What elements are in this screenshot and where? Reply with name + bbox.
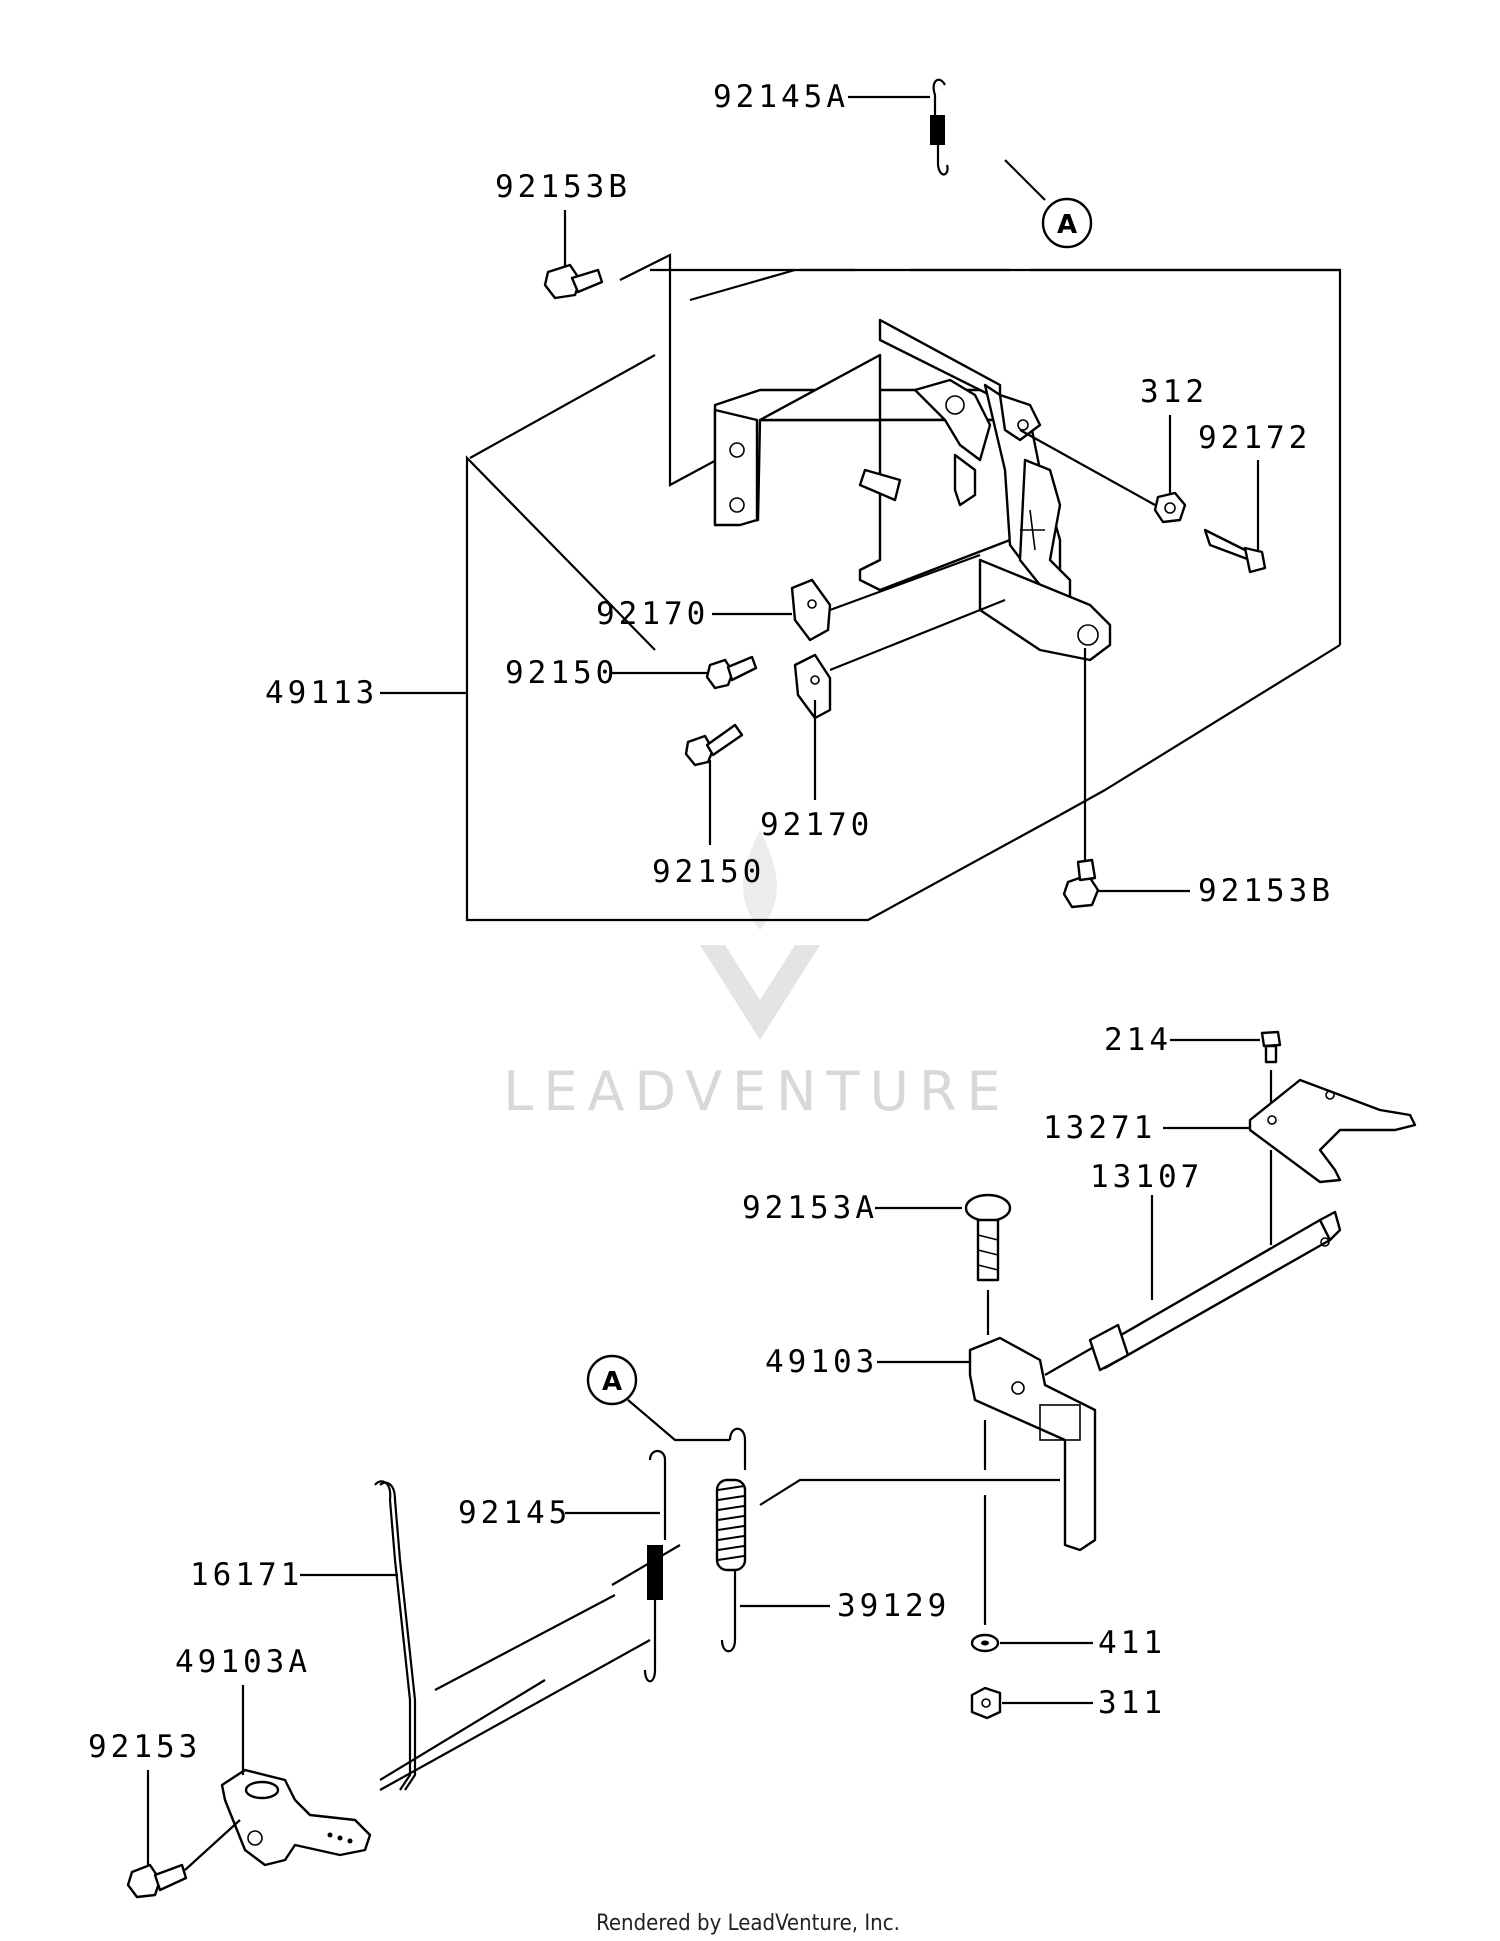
label-311: 311 bbox=[1098, 1685, 1166, 1721]
spring-92145: 92145 bbox=[458, 1449, 667, 1683]
watermark: LEADVENTURE bbox=[503, 830, 1010, 1123]
watermark-flame-icon bbox=[743, 830, 777, 930]
label-92172: 92172 bbox=[1198, 420, 1311, 456]
label-49103A: 49103A bbox=[175, 1644, 311, 1680]
label-13271: 13271 bbox=[1043, 1110, 1156, 1146]
callout-a-top-text: A bbox=[1057, 210, 1077, 240]
spring-92145A bbox=[930, 78, 949, 176]
bolt-92153B-bottom: 92153B bbox=[1062, 648, 1334, 909]
label-92153: 92153 bbox=[88, 1729, 201, 1765]
clip-92170-a: 92170 bbox=[596, 553, 981, 642]
label-92153B-bottom: 92153B bbox=[1198, 873, 1334, 909]
label-49103: 49103 bbox=[765, 1344, 878, 1380]
bolt-92153B-top: 92153B bbox=[495, 169, 631, 300]
callout-a-bottom: A bbox=[586, 1354, 730, 1442]
rod-16171: 16171 bbox=[190, 1480, 417, 1791]
label-92153A: 92153A bbox=[742, 1190, 878, 1226]
label-13107: 13107 bbox=[1090, 1159, 1203, 1195]
label-214: 214 bbox=[1104, 1022, 1172, 1058]
nut-311: 311 bbox=[970, 1685, 1166, 1721]
nut-312: 312 bbox=[1019, 374, 1208, 524]
leader-guides-bottom bbox=[379, 1420, 1060, 1791]
label-92145: 92145 bbox=[458, 1495, 571, 1531]
leader-guides-top bbox=[469, 253, 1340, 487]
bolt-92150-a: 92150 bbox=[505, 655, 758, 691]
footer-credit: Rendered by LeadVenture, Inc. bbox=[596, 1911, 900, 1936]
bolt-92172: 92172 bbox=[1198, 420, 1311, 574]
label-312: 312 bbox=[1140, 374, 1208, 410]
spring-39129: 39129 bbox=[715, 1427, 950, 1653]
label-39129: 39129 bbox=[837, 1588, 950, 1624]
label-92170-a: 92170 bbox=[596, 596, 709, 632]
bolt-92150-b: 92150 bbox=[652, 723, 765, 890]
watermark-text: LEADVENTURE bbox=[503, 1060, 1010, 1123]
screw-214: 214 bbox=[1104, 1022, 1282, 1110]
label-92153B-top: 92153B bbox=[495, 169, 631, 205]
lever-49103: 49103 bbox=[765, 1336, 1097, 1552]
lever-49103A: 49103A bbox=[175, 1644, 372, 1867]
plate-13271: 13271 bbox=[1043, 1078, 1417, 1245]
callout-a-top: A bbox=[1004, 159, 1093, 249]
control-bracket bbox=[713, 318, 1112, 662]
bolt-92153: 92153 bbox=[88, 1729, 241, 1899]
label-92150-a: 92150 bbox=[505, 655, 618, 691]
label-92150-b: 92150 bbox=[652, 854, 765, 890]
clip-92170-b: 92170 bbox=[760, 598, 1006, 843]
label-49113: 49113 bbox=[265, 675, 378, 711]
label-92145A: 92145A bbox=[713, 79, 849, 115]
bolt-92153A: 92153A bbox=[742, 1190, 1012, 1335]
label-92170-b: 92170 bbox=[760, 807, 873, 843]
watermark-logo-icon bbox=[700, 945, 820, 1040]
washer-411: 411 bbox=[970, 1625, 1166, 1661]
assembly-outline-49113 bbox=[465, 268, 1342, 922]
label-16171: 16171 bbox=[190, 1557, 303, 1593]
label-411: 411 bbox=[1098, 1625, 1166, 1661]
callout-a-bottom-text: A bbox=[602, 1367, 622, 1397]
shaft-13107: 13107 bbox=[1088, 1159, 1342, 1372]
